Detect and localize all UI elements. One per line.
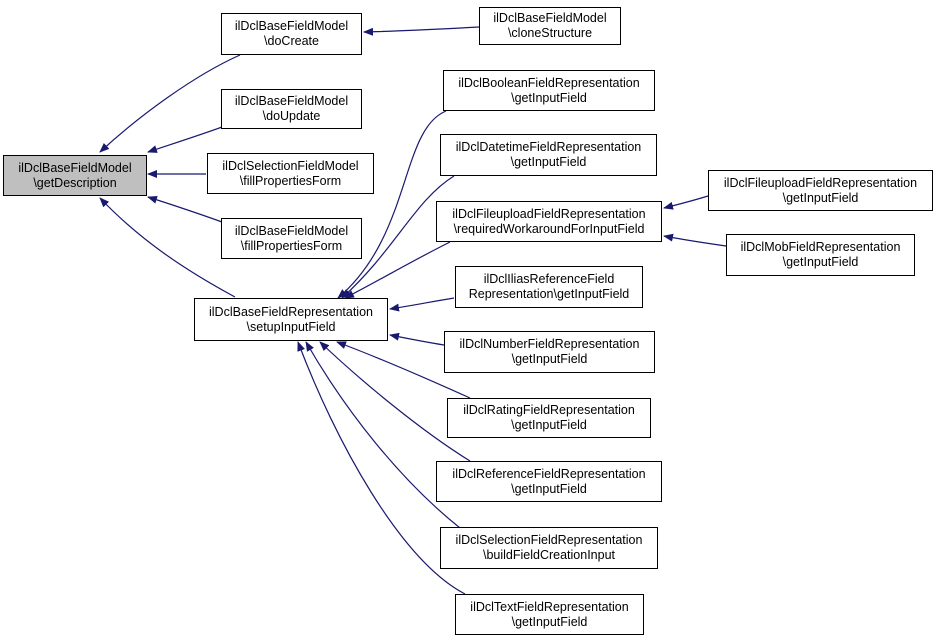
node-number-getinputfield[interactable]: ilDclNumberFieldRepresentation \getInput… — [444, 331, 655, 373]
node-mob-getinputfield-class: ilDclMobFieldRepresentation — [740, 240, 901, 254]
node-selection-buildfieldcreationinput-method: \buildFieldCreationInput — [482, 548, 616, 562]
node-clonestructure-method: \cloneStructure — [507, 26, 593, 40]
node-selection-buildfieldcreationinput-class: ilDclSelectionFieldRepresentation — [455, 533, 643, 547]
node-getdescription-class: ilDclBaseFieldModel — [18, 160, 132, 175]
node-docreate-class: ilDclBaseFieldModel — [234, 19, 349, 33]
edge-doupdate-to-getdescription — [147, 126, 223, 153]
node-clonestructure-class: ilDclBaseFieldModel — [493, 11, 607, 25]
node-datetime-getinputfield-class: ilDclDatetimeFieldRepresentation — [455, 140, 642, 154]
node-text-getinputfield-method: \getInputField — [511, 614, 588, 629]
edge-selectionbuild-to-setupinputfield — [305, 341, 461, 529]
node-selection-fillpropertiesform-class: ilDclSelectionFieldModel — [222, 158, 359, 173]
node-base-fillpropertiesform[interactable]: ilDclBaseFieldModel \fillPropertiesForm — [221, 218, 362, 259]
node-number-getinputfield-class: ilDclNumberFieldRepresentation — [459, 337, 640, 351]
node-datetime-getinputfield[interactable]: ilDclDatetimeFieldRepresentation \getInp… — [440, 134, 657, 176]
node-datetime-getinputfield-method: \getInputField — [510, 155, 587, 169]
node-fileupload-getinputfield-class: ilDclFileuploadFieldRepresentation — [723, 175, 918, 190]
node-getdescription: ilDclBaseFieldModel \getDescription — [3, 155, 147, 196]
node-base-fillpropertiesform-class: ilDclBaseFieldModel — [234, 223, 349, 238]
edge-docreate-to-getdescription — [99, 54, 241, 153]
node-boolean-getinputfield-class: ilDclBooleanFieldRepresentation — [458, 75, 640, 90]
node-rating-getinputfield-method: \getInputField — [511, 418, 587, 432]
node-setupinputfield-class: ilDclBaseFieldRepresentation — [209, 304, 373, 319]
node-mob-getinputfield[interactable]: ilDclMobFieldRepresentation \getInputFie… — [726, 234, 915, 276]
edge-fileuploadget-to-fileuploadreq — [663, 195, 709, 210]
node-setupinputfield-method: \setupInputField — [246, 319, 336, 334]
node-getdescription-method: \getDescription — [33, 175, 117, 190]
edge-clonestructure-to-docreate — [363, 26, 481, 36]
node-iliasreference-getinputfield-class: ilDclIliasReferenceField — [483, 272, 615, 286]
node-base-fillpropertiesform-method: \fillPropertiesForm — [240, 238, 343, 253]
edge-rating-to-setupinputfield — [336, 341, 471, 399]
node-doupdate[interactable]: ilDclBaseFieldModel \doUpdate — [221, 89, 362, 129]
node-number-getinputfield-method: \getInputField — [511, 352, 588, 366]
node-rating-getinputfield[interactable]: ilDclRatingFieldRepresentation \getInput… — [447, 398, 651, 438]
node-reference-getinputfield-method: \getInputField — [511, 481, 587, 496]
node-fileupload-requiredworkaround-class: ilDclFileuploadFieldRepresentation — [452, 206, 646, 221]
node-fileupload-requiredworkaround[interactable]: ilDclFileuploadFieldRepresentation \requ… — [436, 201, 662, 242]
edge-text-to-setupinputfield — [297, 341, 466, 595]
node-fileupload-getinputfield-method: \getInputField — [782, 190, 859, 205]
node-fileupload-requiredworkaround-method: \requiredWorkaroundForInputField — [453, 221, 645, 236]
edge-iliasref-to-setupinputfield — [389, 297, 455, 312]
edge-basefill-to-getdescription — [147, 195, 223, 223]
edge-setupinputfield-to-getdescription — [99, 197, 236, 298]
node-doupdate-class: ilDclBaseFieldModel — [234, 94, 349, 108]
node-selection-buildfieldcreationinput[interactable]: ilDclSelectionFieldRepresentation \build… — [440, 527, 658, 569]
node-selection-fillpropertiesform[interactable]: ilDclSelectionFieldModel \fillProperties… — [207, 153, 374, 194]
node-text-getinputfield-class: ilDclTextFieldRepresentation — [470, 599, 629, 614]
node-iliasreference-getinputfield-method: Representation\getInputField — [468, 287, 630, 301]
node-selection-fillpropertiesform-method: \fillPropertiesForm — [239, 173, 342, 188]
edges — [99, 26, 727, 595]
node-mob-getinputfield-method: \getInputField — [782, 255, 859, 269]
node-setupinputfield[interactable]: ilDclBaseFieldRepresentation \setupInput… — [194, 298, 388, 341]
node-docreate-method: \doCreate — [264, 34, 319, 48]
node-docreate[interactable]: ilDclBaseFieldModel \doCreate — [221, 13, 362, 55]
node-boolean-getinputfield[interactable]: ilDclBooleanFieldRepresentation \getInpu… — [443, 70, 655, 111]
node-text-getinputfield[interactable]: ilDclTextFieldRepresentation \getInputFi… — [455, 594, 644, 635]
node-reference-getinputfield-class: ilDclReferenceFieldRepresentation — [452, 466, 646, 481]
node-doupdate-method: \doUpdate — [262, 109, 321, 123]
edge-number-to-setupinputfield — [389, 332, 445, 346]
node-rating-getinputfield-class: ilDclRatingFieldRepresentation — [463, 403, 635, 417]
edge-boolean-to-setupinputfield — [337, 110, 447, 299]
edge-reference-to-setupinputfield — [319, 341, 471, 462]
edge-fileuploadreq-to-setupinputfield — [344, 241, 451, 299]
node-iliasreference-getinputfield[interactable]: ilDclIliasReferenceField Representation\… — [455, 266, 643, 308]
node-reference-getinputfield[interactable]: ilDclReferenceFieldRepresentation \getIn… — [436, 461, 662, 502]
node-boolean-getinputfield-method: \getInputField — [511, 90, 587, 105]
node-clonestructure[interactable]: ilDclBaseFieldModel \cloneStructure — [479, 7, 621, 45]
edge-datetime-to-setupinputfield — [341, 175, 455, 299]
node-fileupload-getinputfield[interactable]: ilDclFileuploadFieldRepresentation \getI… — [708, 170, 933, 211]
edge-mob-to-fileuploadreq — [663, 233, 727, 247]
